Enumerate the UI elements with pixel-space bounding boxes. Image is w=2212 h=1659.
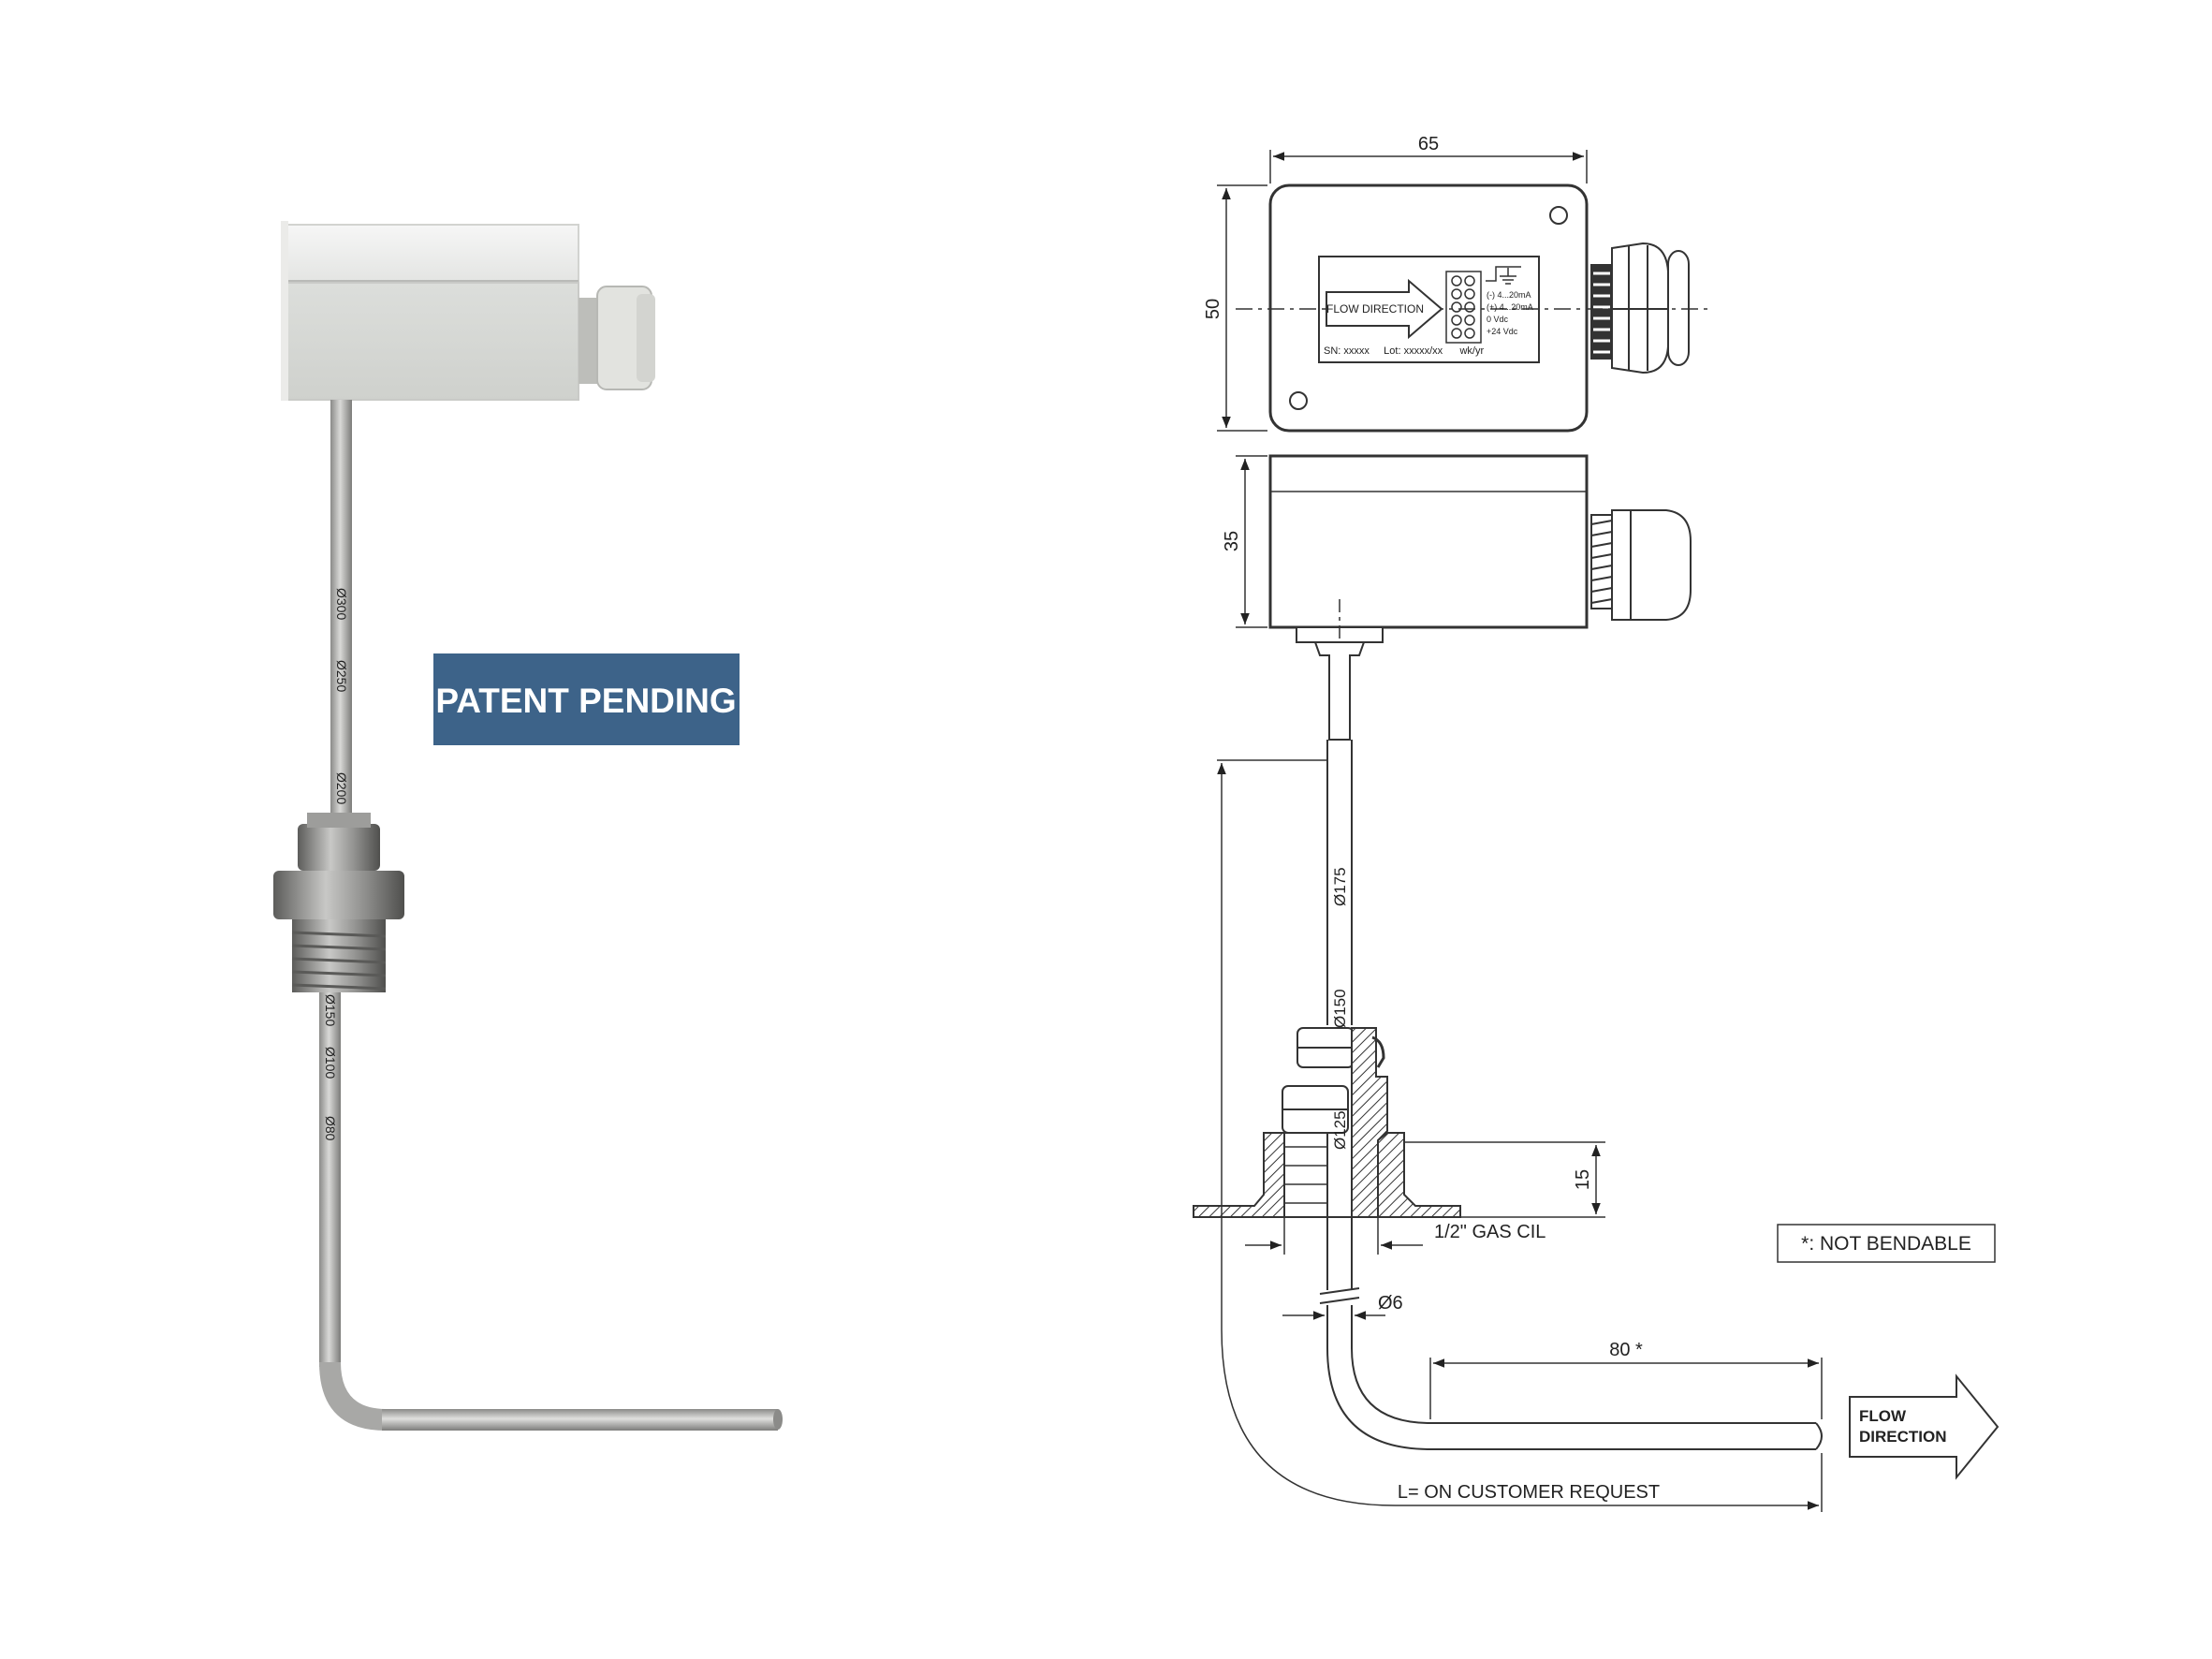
flow-direction-line2: DIRECTION [1859,1428,1947,1446]
probe-mark-3: Ø200 [334,772,349,804]
probe-drawing [1193,641,1823,1512]
probe-diameter-label: Ø6 [1378,1293,1403,1314]
probe-bend [319,1362,386,1431]
patent-pending-badge: PATENT PENDING [433,653,740,745]
cable-gland [579,286,655,390]
probe-rod-lower [319,992,341,1367]
technical-drawing: FLOW DIRECTION (-) 4...20mA (+) 4...20mA… [1193,150,2000,1512]
dim-depth-label: 35 [1222,531,1242,551]
plate-flow-label: FLOW DIRECTION [1326,302,1424,316]
rod-mark-150: Ø150 [1331,989,1349,1028]
housing-box [281,221,579,401]
product-photo: Ø300 Ø250 Ø200 Ø150 Ø100 Ø80 PATENT PEND… [273,221,783,1431]
bend-length-label: 80 * [1609,1340,1643,1360]
label-plate: FLOW DIRECTION (-) 4...20mA (+) 4...20mA… [1318,256,1540,363]
not-bendable-label: *: NOT BENDABLE [1801,1233,1971,1255]
probe-mark-1: Ø300 [334,588,349,620]
dim-width-label: 65 [1418,134,1439,154]
flow-direction-line1: FLOW [1859,1407,1907,1425]
flow-direction-arrow [1849,1373,2000,1480]
not-bendable-box [1777,1224,1996,1263]
dim-thread-height-label: 15 [1573,1169,1593,1190]
probe-mark-2: Ø250 [334,660,349,692]
plate-terminal-1: (-) 4...20mA [1487,290,1531,300]
plate-serial-line: SN: xxxxx Lot: xxxxx/xx wk/yr [1324,345,1484,357]
dim-height-label: 50 [1203,299,1223,319]
probe-rod-upper [330,400,352,840]
rod-mark-175: Ø175 [1331,867,1349,906]
top-view: FLOW DIRECTION (-) 4...20mA (+) 4...20mA… [1217,150,1713,433]
probe-rod-horizontal [382,1409,778,1431]
probe-mark-4: Ø150 [323,994,338,1026]
plate-terminal-3: 0 Vdc [1487,315,1509,324]
patent-pending-label: PATENT PENDING [435,682,736,720]
side-view [1236,454,1692,655]
probe-mark-5: Ø100 [323,1047,338,1079]
probe-markings: Ø300 Ø250 Ø200 Ø150 Ø100 Ø80 [323,588,349,1141]
plate-terminal-4: +24 Vdc [1487,327,1518,336]
total-length-label: L= ON CUSTOMER REQUEST [1398,1482,1660,1503]
drawing-labels: 65 50 35 15 1/2" GAS CIL Ø6 80 * L= ON C… [1203,134,1971,1503]
compression-fitting [273,813,404,992]
rod-mark-125: Ø125 [1331,1110,1349,1150]
probe-mark-6: Ø80 [323,1116,338,1141]
plate-terminal-2: (+) 4...20mA [1487,302,1533,312]
thread-label: 1/2" GAS CIL [1434,1222,1545,1242]
